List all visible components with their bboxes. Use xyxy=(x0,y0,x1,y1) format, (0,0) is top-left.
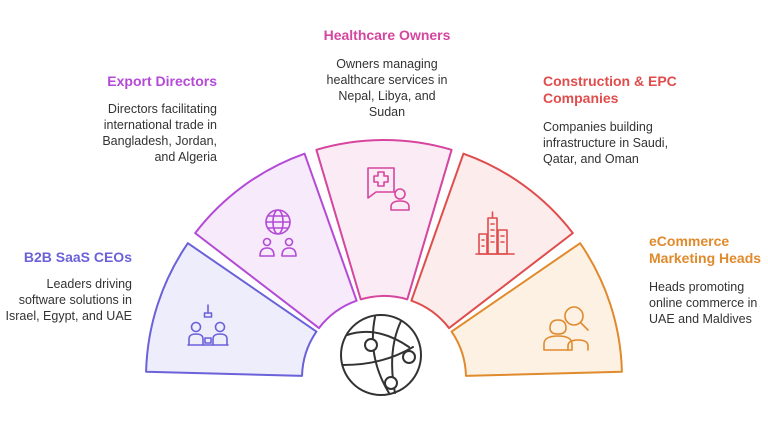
segment-description: Directors facilitating international tra… xyxy=(102,102,217,164)
segment-healthcare-owners: Healthcare Owners Owners managing health… xyxy=(274,27,500,120)
globe-people-icon xyxy=(259,209,297,257)
segment-construction-epc: Construction & EPC Companies Companies b… xyxy=(543,73,743,167)
segment-arc-healthcare-owners xyxy=(315,139,453,301)
segment-description: Heads promoting online commerce in UAE a… xyxy=(649,280,758,326)
segment-title: eCommerce Marketing Heads xyxy=(649,233,762,266)
buildings-icon xyxy=(475,211,515,255)
medical-chat-person-icon xyxy=(367,167,410,211)
people-search-icon xyxy=(543,306,589,351)
segment-arc-export-directors xyxy=(194,152,358,330)
segment-title: Healthcare Owners xyxy=(323,27,451,43)
segment-title: Export Directors xyxy=(107,73,217,89)
segment-title: B2B SaaS CEOs xyxy=(23,249,132,265)
segment-description: Owners managing healthcare services in N… xyxy=(326,57,448,119)
network-globe-icon xyxy=(340,314,422,396)
segment-ecommerce-marketing: eCommerce Marketing Heads Heads promotin… xyxy=(649,233,767,327)
segment-b2b-saas-ceos: B2B SaaS CEOs Leaders driving software s… xyxy=(0,249,132,324)
segment-arc-construction-epc xyxy=(410,152,574,330)
segment-title: Construction & EPC Companies xyxy=(543,73,677,106)
handshake-meeting-icon xyxy=(187,304,229,346)
segment-description: Companies building infrastructure in Sau… xyxy=(543,120,669,166)
segment-arc-ecommerce-marketing xyxy=(450,242,623,377)
segment-description: Leaders driving software solutions in Is… xyxy=(5,277,132,323)
segment-export-directors: Export Directors Directors facilitating … xyxy=(60,73,217,165)
